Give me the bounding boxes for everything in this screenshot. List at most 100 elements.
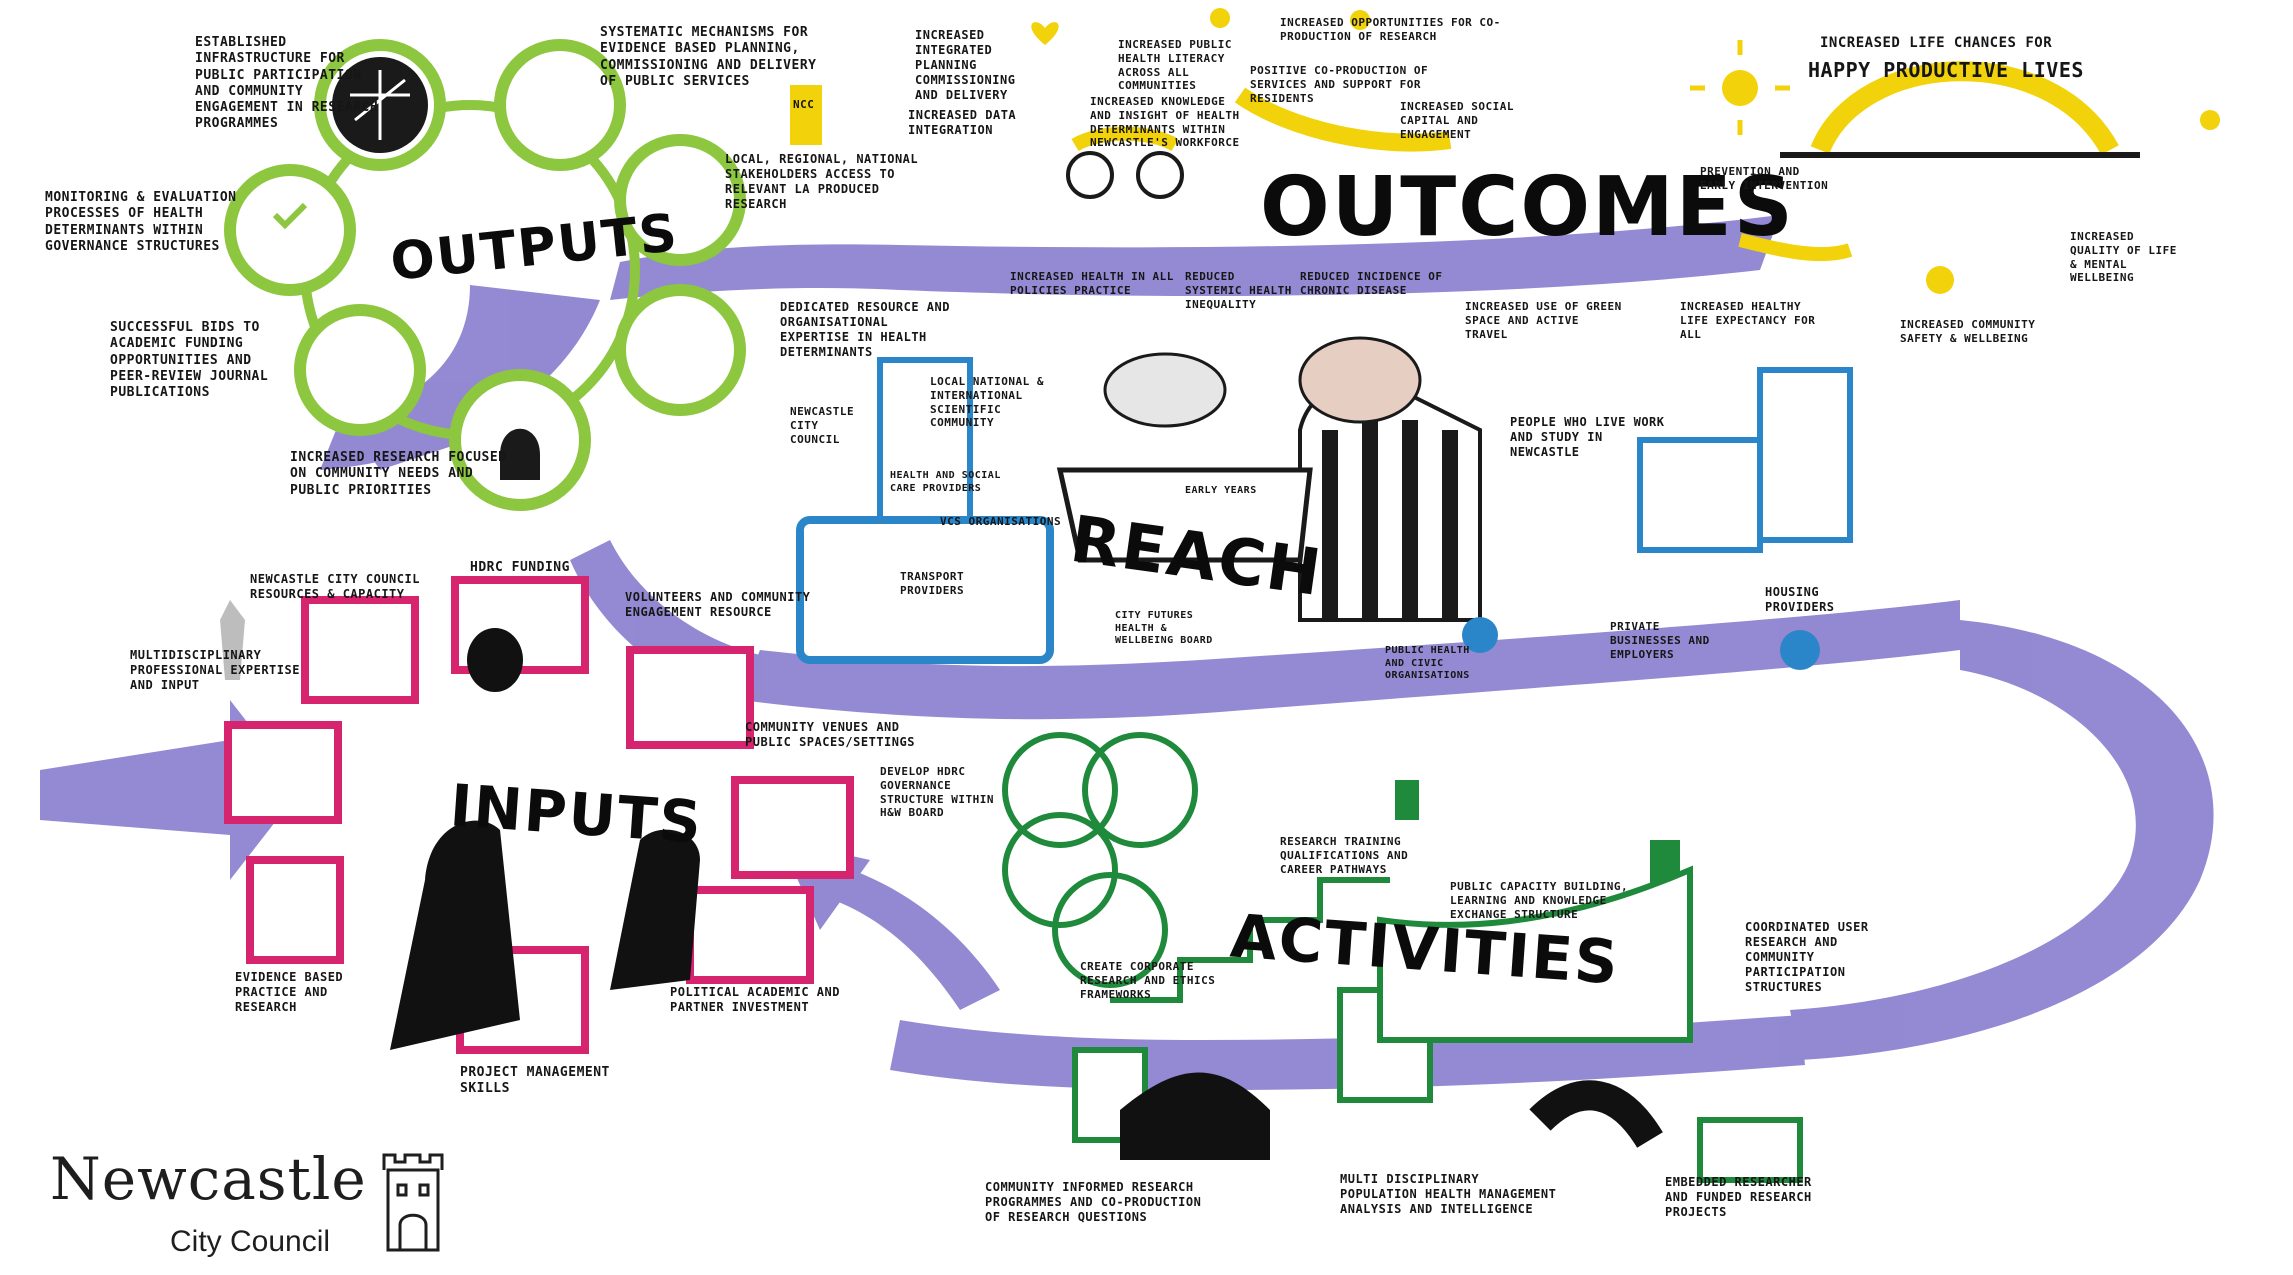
outcome-label-data: INCREASED DATA INTEGRATION <box>908 108 1017 137</box>
output-label-increased-research: INCREASED RESEARCH FOCUSED ON COMMUNITY … <box>290 450 507 498</box>
person-dark-top <box>610 829 700 990</box>
police-helmet <box>467 628 523 692</box>
activity-label-governance: DEVELOP HDRC GOVERNANCE STRUCTURE WITHIN… <box>880 765 994 820</box>
reach-label-city-futures: CITY FUTURES HEALTH & WELLBEING BOARD <box>1115 610 1213 646</box>
output-label-bids: SUCCESSFUL BIDS TO ACADEMIC FUNDING OPPO… <box>110 320 269 400</box>
green-panel <box>1395 780 1419 820</box>
input-label-volunteers: VOLUNTEERS AND COMMUNITY ENGAGEMENT RESO… <box>625 590 811 619</box>
input-label-political: POLITICAL ACADEMIC AND PARTNER INVESTMEN… <box>670 985 840 1014</box>
venn-circle <box>1052 872 1168 988</box>
reach-label-public-health: PUBLIC HEALTH AND CIVIC ORGANISATIONS <box>1385 645 1470 681</box>
footballer-head <box>1298 336 1422 424</box>
outcome-label-community: INCREASED COMMUNITY SAFETY & WELLBEING <box>1900 318 2036 345</box>
building-blue <box>877 357 973 543</box>
input-label-venues: COMMUNITY VENUES AND PUBLIC SPACES/SETTI… <box>745 720 915 749</box>
reach-label-transport: TRANSPORT PROVIDERS <box>900 570 965 597</box>
output-label-local-regional: LOCAL, REGIONAL, NATIONAL STAKEHOLDERS A… <box>725 152 919 211</box>
steps <box>1110 877 1390 1003</box>
input-frame-venues <box>731 776 854 879</box>
yellow-fruit <box>1210 8 1230 28</box>
outcome-label-reduced-inequality: REDUCED SYSTEMIC HEALTH INEQUALITY <box>1185 270 1292 311</box>
person-dark-coat <box>1120 1072 1270 1160</box>
reach-label-people: PEOPLE WHO LIVE WORK AND STUDY IN NEWCAS… <box>1510 415 1665 459</box>
input-frame-council <box>301 596 419 704</box>
person-dark-sleeve <box>1529 1080 1663 1149</box>
reach-label-private: PRIVATE BUSINESSES AND EMPLOYERS <box>1610 620 1710 661</box>
castle-icon <box>382 1153 444 1252</box>
reach-book <box>1056 467 1313 563</box>
outcome-label-healthy-life: INCREASED HEALTHY LIFE EXPECTANCY FOR AL… <box>1680 300 1816 341</box>
activities-art <box>1002 732 1803 1183</box>
yellow-fruit <box>1926 266 1954 294</box>
activity-label-ethics: CREATE CORPORATE RESEARCH AND ETHICS FRA… <box>1080 960 1216 1001</box>
person-dark-suit <box>390 820 520 1050</box>
input-label-hdrc: HDRC FUNDING <box>470 560 570 575</box>
input-frame-volunteers <box>626 646 754 749</box>
input-label-project: PROJECT MANAGEMENT SKILLS <box>460 1065 610 1097</box>
outcome-label-life-chances: INCREASED LIFE CHANCES FOR <box>1820 35 2053 51</box>
bridge-arch <box>1810 61 2119 156</box>
output-label-infrastructure: ESTABLISHED INFRASTRUCTURE FOR PUBLIC PA… <box>195 35 379 132</box>
bicycle-wheel <box>1136 151 1184 199</box>
cyclists <box>1071 126 1179 152</box>
input-frame-political <box>686 886 814 984</box>
reach-label-local-national: LOCAL NATIONAL & INTERNATIONAL SCIENTIFI… <box>930 375 1044 430</box>
outcomes-art <box>790 8 2220 294</box>
input-label-multidisciplinary: MULTIDISCIPLINARY PROFESSIONAL EXPERTISE… <box>130 648 300 692</box>
outcome-label-co-production: POSITIVE CO-PRODUCTION OF SERVICES AND S… <box>1250 64 1429 105</box>
input-frame-evidence <box>246 856 344 964</box>
output-circle-bids <box>294 304 426 436</box>
outcome-label-public-health: INCREASED PUBLIC HEALTH LITERACY ACROSS … <box>1118 38 1232 93</box>
venn-circle <box>1082 732 1198 848</box>
bus <box>796 516 1054 664</box>
output-circle-monitoring <box>224 164 356 296</box>
activity-label-multi-analysis: MULTI DISCIPLINARY POPULATION HEALTH MAN… <box>1340 1172 1557 1216</box>
sun-icon <box>1722 70 1758 106</box>
yellow-dress <box>1738 233 1853 262</box>
globe-lines <box>350 70 410 140</box>
output-label-dedicated: DEDICATED RESOURCE AND ORGANISATIONAL EX… <box>780 300 950 359</box>
reach-label-early-years: EARLY YEARS <box>1185 485 1257 496</box>
elder-head <box>1103 352 1227 428</box>
outcome-label-happy: HAPPY PRODUCTIVE LIVES <box>1808 58 2084 82</box>
outcomes-title: OUTCOMES <box>1260 160 1795 255</box>
output-label-monitoring: MONITORING & EVALUATION PROCESSES OF HEA… <box>45 190 237 254</box>
castle-sketch <box>220 600 245 680</box>
activity-label-coordinated: COORDINATED USER RESEARCH AND COMMUNITY … <box>1745 920 1869 994</box>
reach-art <box>796 336 1853 670</box>
input-label-evidence: EVIDENCE BASED PRACTICE AND RESEARCH <box>235 970 344 1014</box>
shirt-stripes <box>1322 420 1458 620</box>
outcome-label-social-capital: INCREASED SOCIAL CAPITAL AND ENGAGEMENT <box>1400 100 1514 141</box>
logo-wordmark: Newcastle <box>50 1145 367 1213</box>
venn-circle <box>1002 732 1118 848</box>
yellow-fruit <box>1350 10 1370 30</box>
logo-subtitle: City Council <box>170 1225 331 1258</box>
activity-label-embedded: EMBEDDED RESEARCHER AND FUNDED RESEARCH … <box>1665 1175 1812 1219</box>
sun-rays <box>1690 40 1790 135</box>
boat <box>1234 87 1452 152</box>
venn-circle <box>1002 812 1118 928</box>
ncc-badge-box <box>790 85 822 145</box>
reach-label-housing: HOUSING PROVIDERS <box>1765 585 1835 614</box>
output-circle-dedicated <box>614 284 746 416</box>
tower-block <box>1757 367 1853 543</box>
outcome-label-reduced-illness: REDUCED INCIDENCE OF CHRONIC DISEASE <box>1300 270 1443 297</box>
activity-desk <box>1377 865 1693 1043</box>
chair <box>1780 630 1820 670</box>
housing-block <box>1637 437 1763 553</box>
heart-gear-icon <box>272 202 308 230</box>
research-icon <box>500 428 540 480</box>
heart-icon <box>1031 22 1059 45</box>
input-label-council-resources: NEWCASTLE CITY COUNCIL RESOURCES & CAPAC… <box>250 572 420 601</box>
outcome-label-prevention: PREVENTION AND EARLY INTERVENTION <box>1700 165 1829 192</box>
chair <box>1462 617 1498 653</box>
yellow-fruit <box>2200 110 2220 130</box>
embedded-box <box>1697 1117 1803 1183</box>
reach-label-council: NEWCASTLE CITY COUNCIL <box>790 405 855 446</box>
activity-label-public-capacity: PUBLIC CAPACITY BUILDING, LEARNING AND K… <box>1450 880 1629 921</box>
outcome-label-knowledge: INCREASED KNOWLEDGE AND INSIGHT OF HEALT… <box>1090 95 1240 150</box>
outcome-label-integrated: INCREASED INTEGRATED PLANNING COMMISSION… <box>915 28 1016 102</box>
outcome-label-opportunities: INCREASED OPPORTUNITIES FOR CO-PRODUCTIO… <box>1280 16 1501 43</box>
